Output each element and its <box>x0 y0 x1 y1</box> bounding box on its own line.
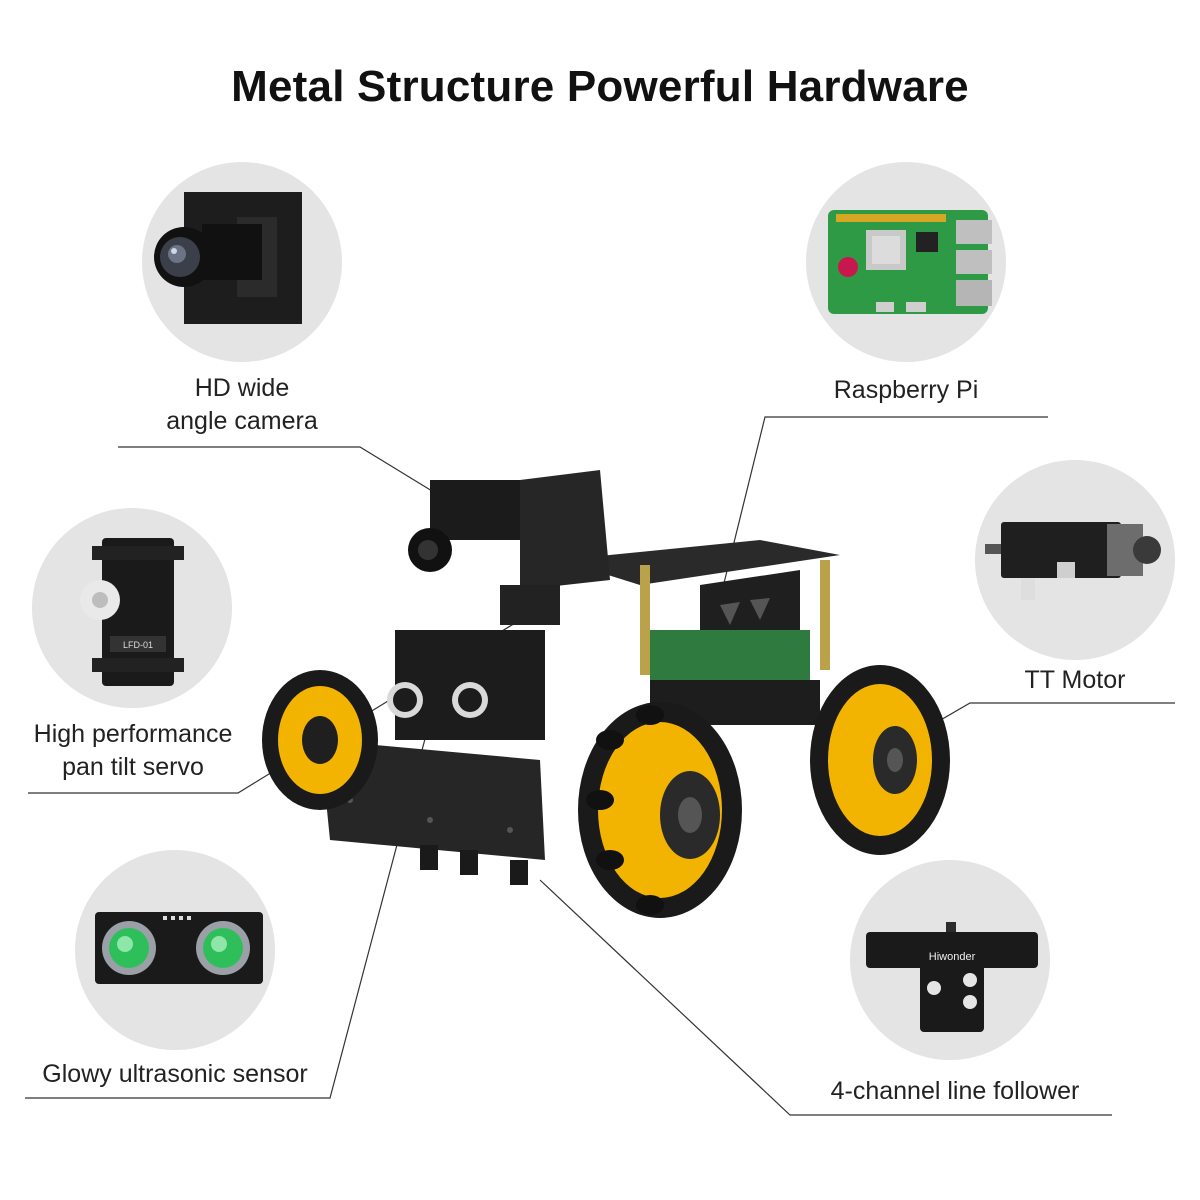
ultrasonic-circle <box>75 850 275 1050</box>
linefollower-leader <box>539 879 1112 1116</box>
motor-circle <box>975 460 1175 660</box>
wheel-right-front <box>578 702 742 918</box>
servo-label: High performance pan tilt servo <box>18 718 248 784</box>
linefollower-board <box>866 932 1038 968</box>
ultrasonic-label: Glowy ultrasonic sensor <box>42 1060 308 1088</box>
raspberry-circle <box>806 162 1006 362</box>
top-plate <box>560 540 840 585</box>
motor-label: TT Motor <box>1024 666 1126 694</box>
servo-model-text: LFD-01 <box>123 640 153 650</box>
camera-leader <box>118 446 456 506</box>
page-title: Metal Structure Powerful Hardware <box>231 62 969 111</box>
servo-circle: LFD-01 <box>32 508 232 708</box>
camera-label-line2: angle camera <box>166 407 318 435</box>
pcb-stack <box>650 630 810 685</box>
linefollower-circle: Hiwonder <box>850 860 1050 1060</box>
motor-gearbox <box>1001 522 1121 578</box>
raspberry-logo-icon <box>838 257 858 277</box>
linefollower-button-icon <box>927 981 941 995</box>
servo-label-line1: High performance <box>33 720 233 748</box>
raspberry-leader <box>704 416 1048 661</box>
wheel-left-rear <box>262 670 378 810</box>
linefollower-brand-text: Hiwonder <box>929 951 976 963</box>
motor-shaft-icon <box>1133 536 1161 564</box>
camera-label-line1: HD wide <box>194 374 290 402</box>
servo-label-line2: pan tilt servo <box>62 753 204 781</box>
wheel-right-rear <box>810 665 950 855</box>
front-bumper <box>320 740 545 860</box>
linefollower-label: 4-channel line follower <box>830 1077 1080 1105</box>
camera-label: HD wide angle camera <box>142 372 342 438</box>
raspberry-label: Raspberry Pi <box>833 376 979 404</box>
camera-circle <box>142 162 342 362</box>
